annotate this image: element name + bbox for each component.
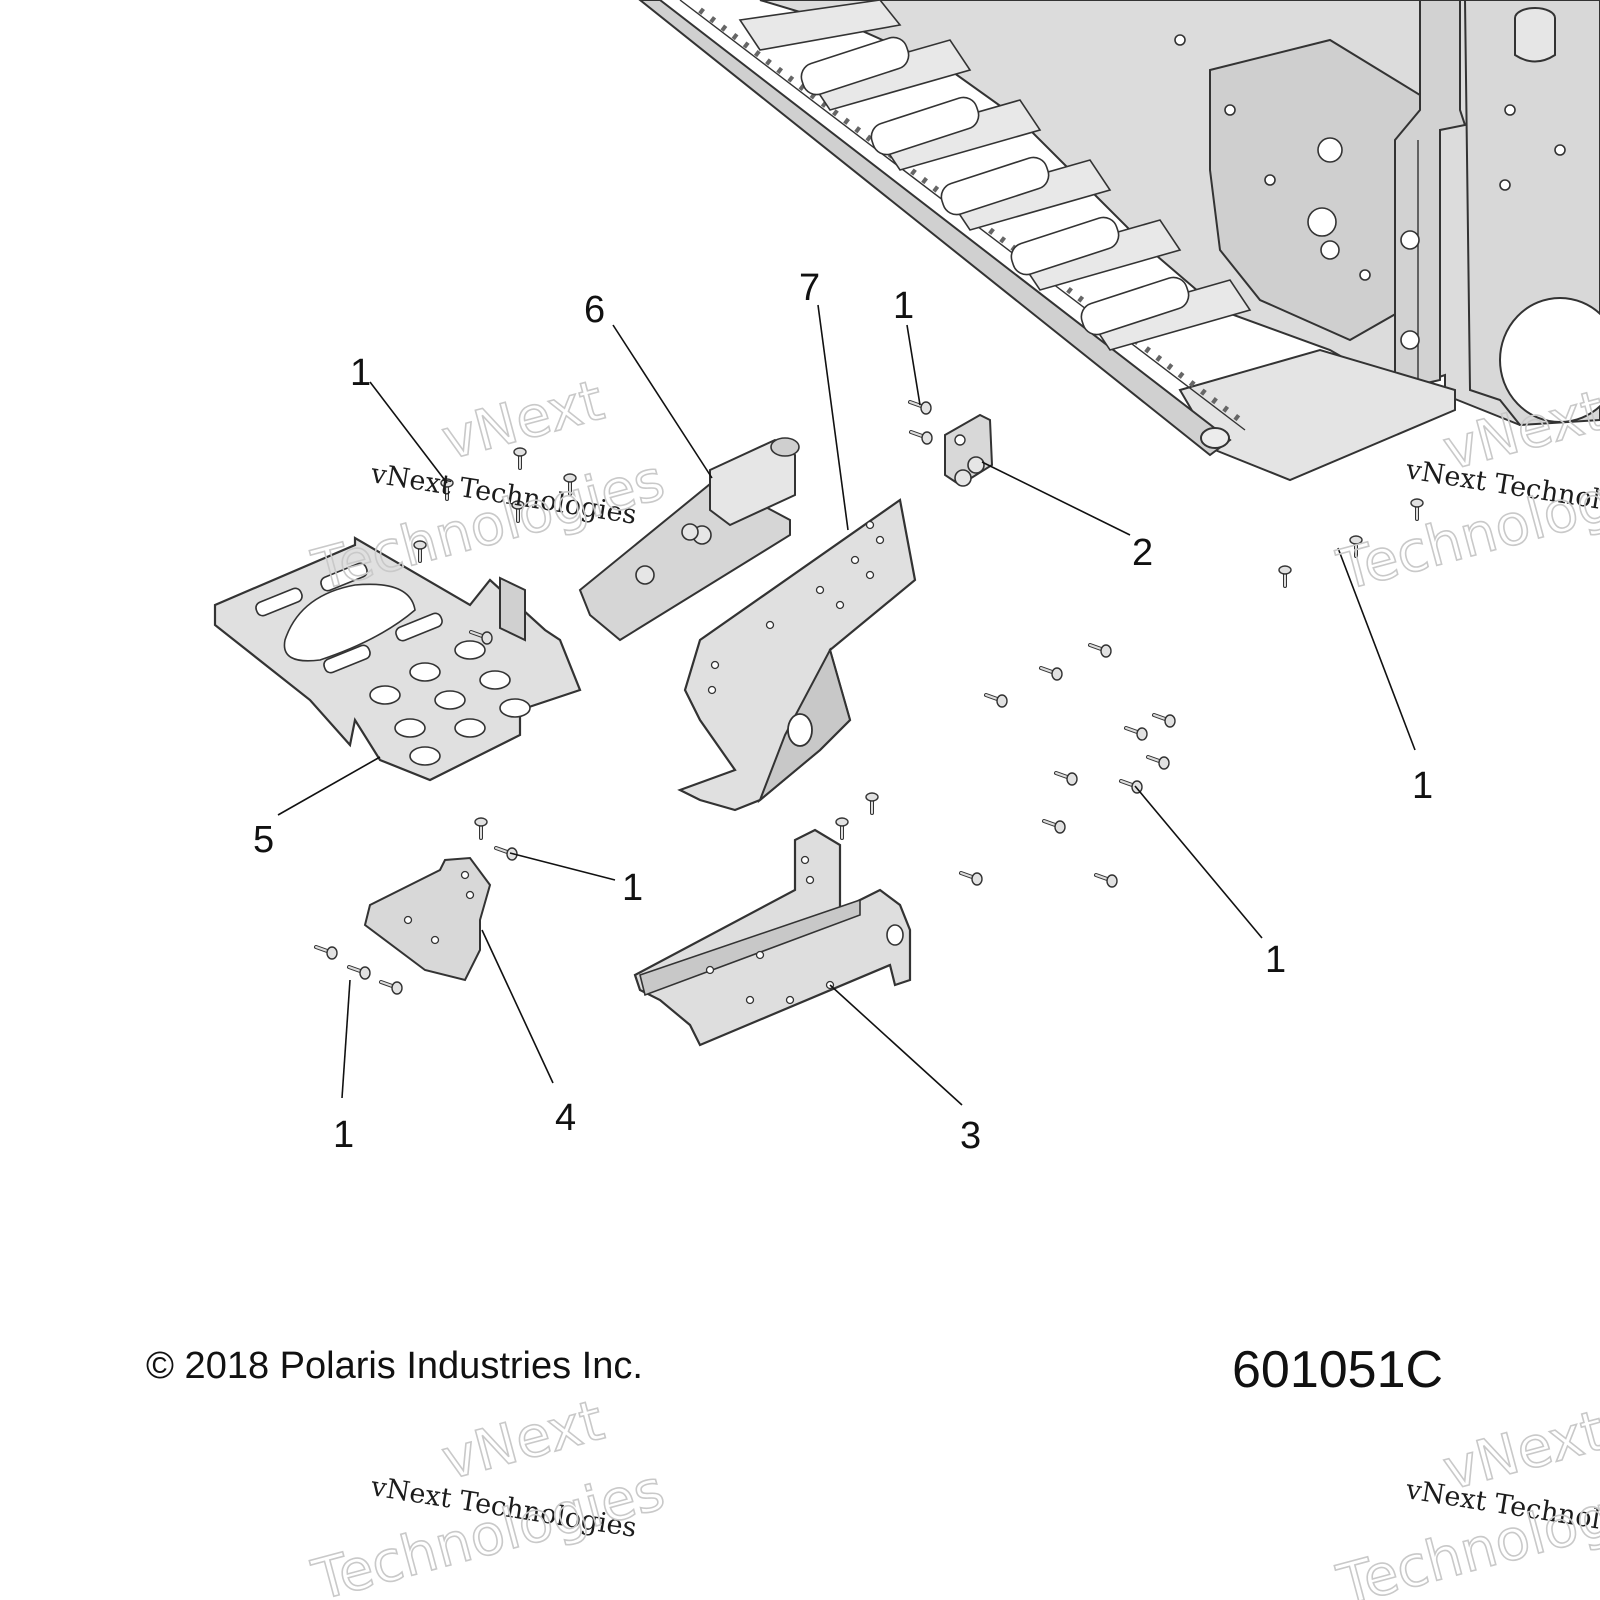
callout-7: 7 — [799, 267, 820, 309]
copyright-notice: © 2018 Polaris Industries Inc. — [146, 1345, 643, 1387]
callout-4: 4 — [555, 1097, 576, 1139]
callout-6: 6 — [584, 289, 605, 331]
callout-2: 2 — [1132, 532, 1153, 574]
callout-1-mid-left: 1 — [622, 867, 643, 909]
watermark-line1: vNext — [435, 368, 610, 473]
callout-1-top-mid: 1 — [893, 285, 914, 327]
part-3-channel-bracket — [633, 828, 912, 1047]
callout-labels: 1 6 7 1 2 1 5 1 1 1 4 3 — [253, 267, 1433, 1157]
chassis-frame — [638, 0, 1600, 482]
part-4-gusset-plate — [363, 856, 492, 982]
callout-1-right: 1 — [1412, 765, 1433, 807]
part-2-stud-bracket — [944, 413, 994, 487]
callout-1-bottom-left: 1 — [333, 1114, 354, 1156]
part-6-hinge-bracket — [578, 437, 800, 642]
callout-5: 5 — [253, 819, 274, 861]
callout-3: 3 — [960, 1115, 981, 1157]
callout-1-top-left: 1 — [350, 352, 371, 394]
callout-1-lower-right: 1 — [1265, 939, 1286, 981]
leader-lines — [277, 304, 1416, 1106]
part-7-support-bracket — [677, 498, 917, 812]
figure-number: 601051C — [1232, 1341, 1444, 1399]
watermark-top-left: vNext — [435, 367, 611, 474]
part-5-footrest-plate — [213, 536, 582, 782]
